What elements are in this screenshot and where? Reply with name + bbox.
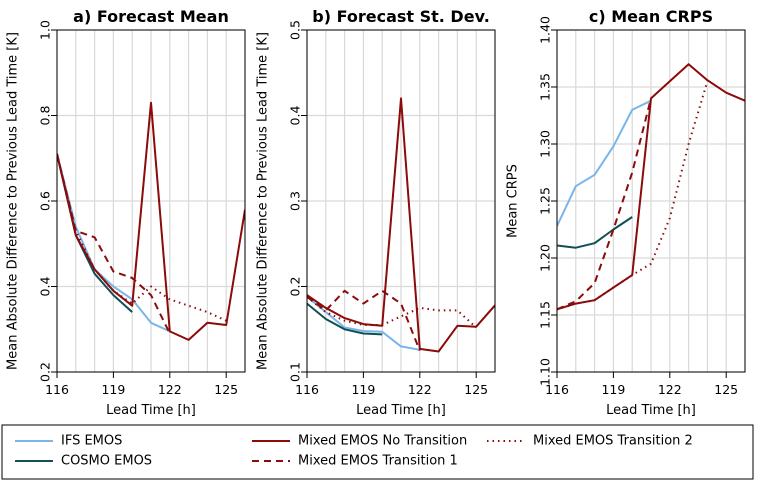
- series-line-mixed: [557, 63, 745, 311]
- x-tick-label: 116: [295, 382, 319, 397]
- panel-3: 116 119 122 125 1.10 1.15 1.20 1.25 1.30 1.35 1.40…: [506, 7, 746, 418]
- y-tick-label: 0.3: [288, 191, 303, 211]
- series-line-mixed: [307, 97, 495, 353]
- y-tick-label: 0.6: [38, 191, 53, 211]
- panel-1: 116 119 122 125 0.2 0.4 0.6 0.8 1.0 a) Forecast M…: [6, 7, 246, 418]
- legend-item-trans1: Mixed EMOS Transition 1: [252, 454, 458, 469]
- legend-box: [1, 424, 754, 480]
- legend-label: Mixed EMOS No Transition: [298, 434, 467, 449]
- y-tick-label: 1.20: [538, 244, 553, 272]
- series-line-trans2: [57, 153, 227, 322]
- legend-label: Mixed EMOS Transition 1: [298, 454, 458, 469]
- y-tick-label: 1.0: [38, 20, 53, 40]
- series-line-trans1: [57, 153, 171, 334]
- y-axis-label: Mean Absolute Difference to Previous Lea…: [6, 32, 21, 370]
- y-tick-label: 1.40: [538, 16, 553, 44]
- y-tick-label: 0.5: [288, 20, 303, 40]
- x-axis-label: Lead Time [h]: [106, 403, 196, 418]
- series-group: [557, 63, 745, 311]
- x-tick-label: 119: [101, 382, 125, 397]
- x-tick-label: 116: [545, 382, 569, 397]
- panel-title: c) Mean CRPS: [589, 7, 713, 26]
- x-tick-label: 116: [45, 382, 69, 397]
- x-tick-label: 125: [464, 382, 488, 397]
- chart-panels: 116 119 122 125 0.2 0.4 0.6 0.8 1.0 a) Forecast M…: [6, 7, 746, 418]
- x-tick-label: 122: [658, 382, 682, 397]
- series-group: [307, 97, 495, 353]
- x-tick-label: 119: [351, 382, 375, 397]
- y-tick-label: 1.25: [538, 187, 553, 215]
- legend-item-trans2: Mixed EMOS Transition 2: [487, 434, 693, 449]
- y-tick-label: 1.15: [538, 301, 553, 329]
- legend-label: COSMO EMOS: [61, 454, 152, 469]
- series-line-trans1: [557, 98, 652, 311]
- x-tick-label: 122: [158, 382, 182, 397]
- legend-item-mixed: Mixed EMOS No Transition: [252, 434, 467, 449]
- x-axis-label: Lead Time [h]: [356, 403, 446, 418]
- y-tick-label: 1.10: [538, 358, 553, 386]
- y-tick-label: 0.8: [38, 106, 53, 126]
- y-tick-label: 1.35: [538, 73, 553, 101]
- y-tick-label: 0.2: [38, 362, 53, 382]
- y-tick-label: 0.4: [288, 106, 303, 126]
- series-line-ifs: [557, 99, 652, 227]
- y-tick-label: 1.30: [538, 130, 553, 158]
- grid: [56, 29, 246, 373]
- legend-item-cosmo: COSMO EMOS: [15, 454, 152, 469]
- legend-label: Mixed EMOS Transition 2: [533, 434, 693, 449]
- series-line-trans1: [307, 289, 421, 351]
- series-line-cosmo: [557, 216, 633, 249]
- legend-label: IFS EMOS: [61, 434, 122, 449]
- series-group: [57, 101, 245, 341]
- x-tick-label: 125: [214, 382, 238, 397]
- series-line-ifs: [307, 296, 420, 351]
- series-line-cosmo: [307, 302, 383, 336]
- x-axis-label: Lead Time [h]: [606, 403, 696, 418]
- series-line-mixed: [57, 101, 245, 341]
- y-axis-label: Mean CRPS: [506, 164, 521, 238]
- y-tick-label: 0.4: [38, 277, 53, 297]
- y-tick-label: 0.1: [288, 362, 303, 382]
- x-tick-label: 119: [601, 382, 625, 397]
- panel-title: a) Forecast Mean: [73, 7, 229, 26]
- x-tick-label: 122: [408, 382, 432, 397]
- grid: [556, 29, 746, 373]
- x-tick-label: 125: [714, 382, 738, 397]
- legend-item-ifs: IFS EMOS: [15, 434, 122, 449]
- y-axis-label: Mean Absolute Difference to Previous Lea…: [256, 32, 271, 370]
- y-tick-label: 0.2: [288, 277, 303, 297]
- panel-title: b) Forecast St. Dev.: [312, 7, 490, 26]
- panel-2: 116 119 122 125 0.1 0.2 0.3 0.4 0.5 b) Forecast S…: [256, 7, 496, 418]
- legend: IFS EMOS COSMO EMOS Mixed EMOS No Transiti…: [1, 424, 754, 480]
